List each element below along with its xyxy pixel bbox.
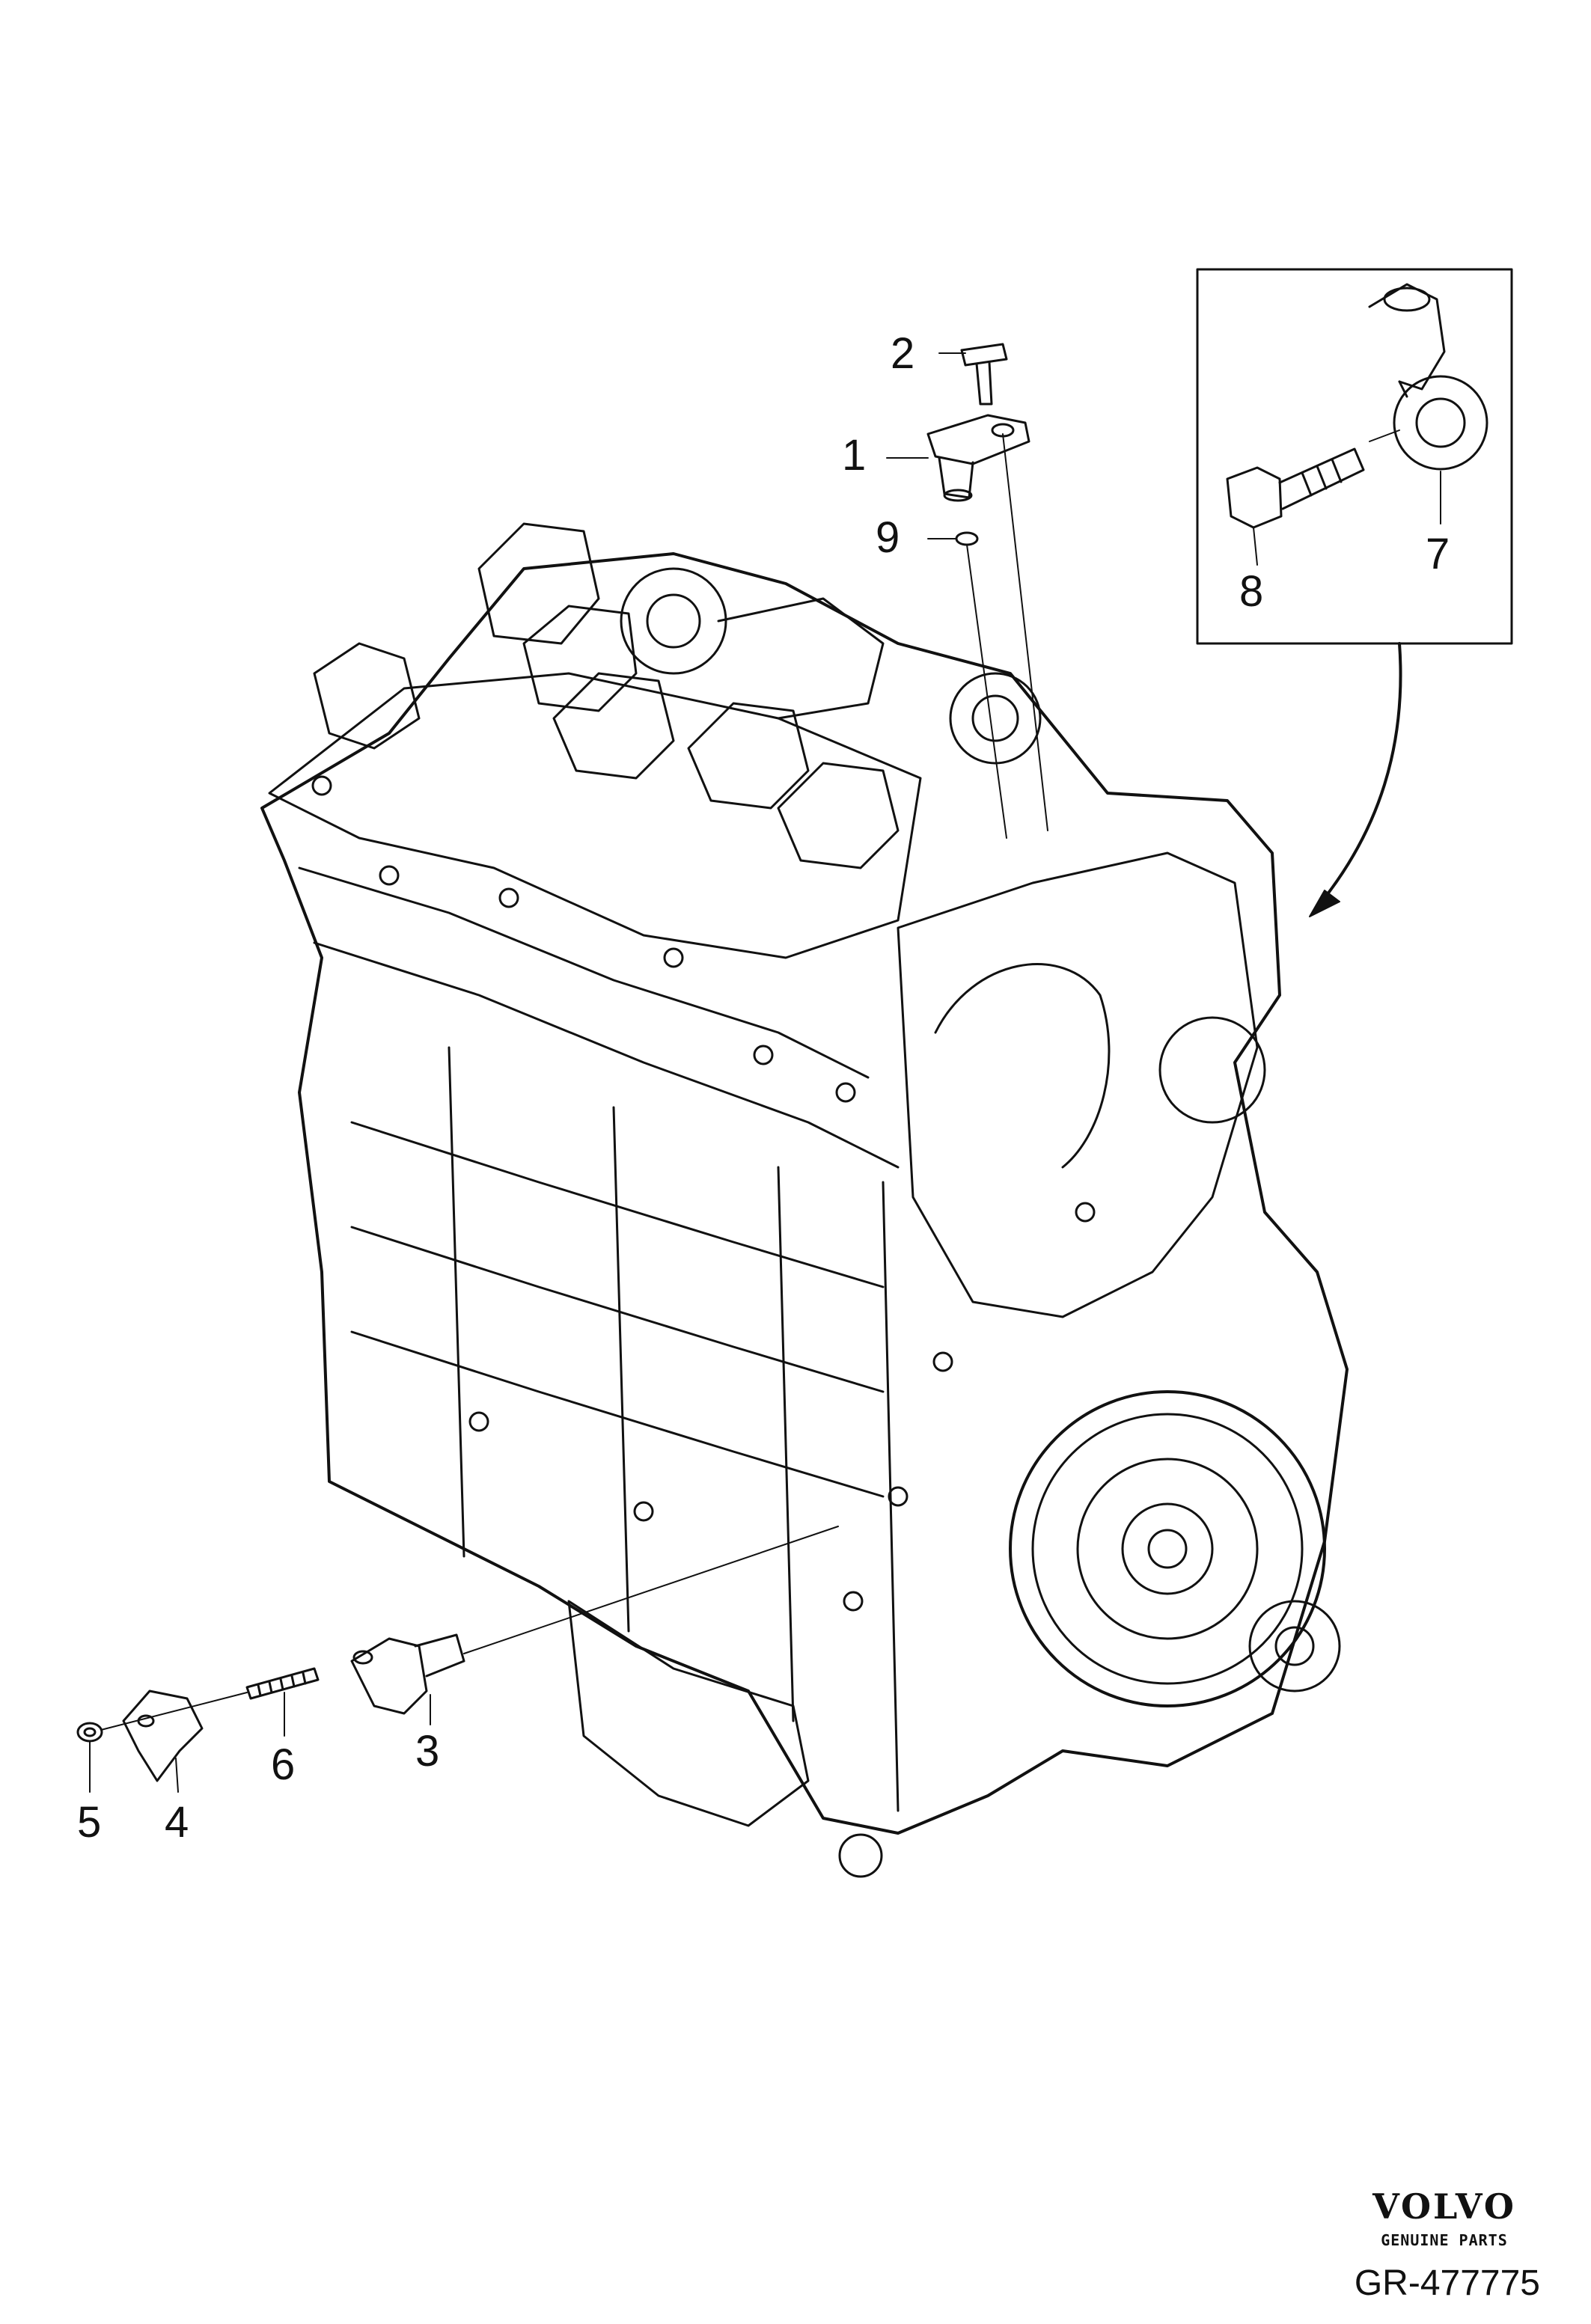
part-2-bolt bbox=[960, 343, 1008, 406]
callout-4: 4 bbox=[165, 1798, 189, 1847]
inset-box bbox=[1196, 268, 1513, 645]
inset-arrow bbox=[1323, 642, 1402, 899]
callout-8: 8 bbox=[1239, 567, 1263, 616]
part-7-knock-sensor bbox=[1368, 283, 1488, 471]
callout-5: 5 bbox=[77, 1798, 101, 1847]
part-1-sensor bbox=[926, 414, 1030, 502]
engine-block bbox=[260, 522, 1349, 1878]
callout-9: 9 bbox=[876, 513, 900, 562]
callout-1: 1 bbox=[842, 431, 866, 480]
brand-logo: VOLVO bbox=[1372, 2186, 1516, 2227]
part-5-nut bbox=[76, 1722, 103, 1743]
brand-tagline: GENUINE PARTS bbox=[1381, 2231, 1508, 2249]
callout-3: 3 bbox=[415, 1727, 439, 1776]
part-6-stud bbox=[245, 1667, 320, 1700]
part-8-bolt bbox=[1226, 447, 1365, 529]
callout-7: 7 bbox=[1426, 530, 1450, 578]
callout-6: 6 bbox=[271, 1740, 295, 1789]
callout-2: 2 bbox=[891, 329, 914, 378]
part-4-bracket bbox=[122, 1690, 204, 1782]
leader-lines bbox=[89, 352, 1441, 1793]
part-9-o-ring bbox=[955, 531, 979, 546]
part-3-sensor bbox=[350, 1633, 465, 1715]
diagram-code: GR-477775 bbox=[1354, 2263, 1540, 2303]
